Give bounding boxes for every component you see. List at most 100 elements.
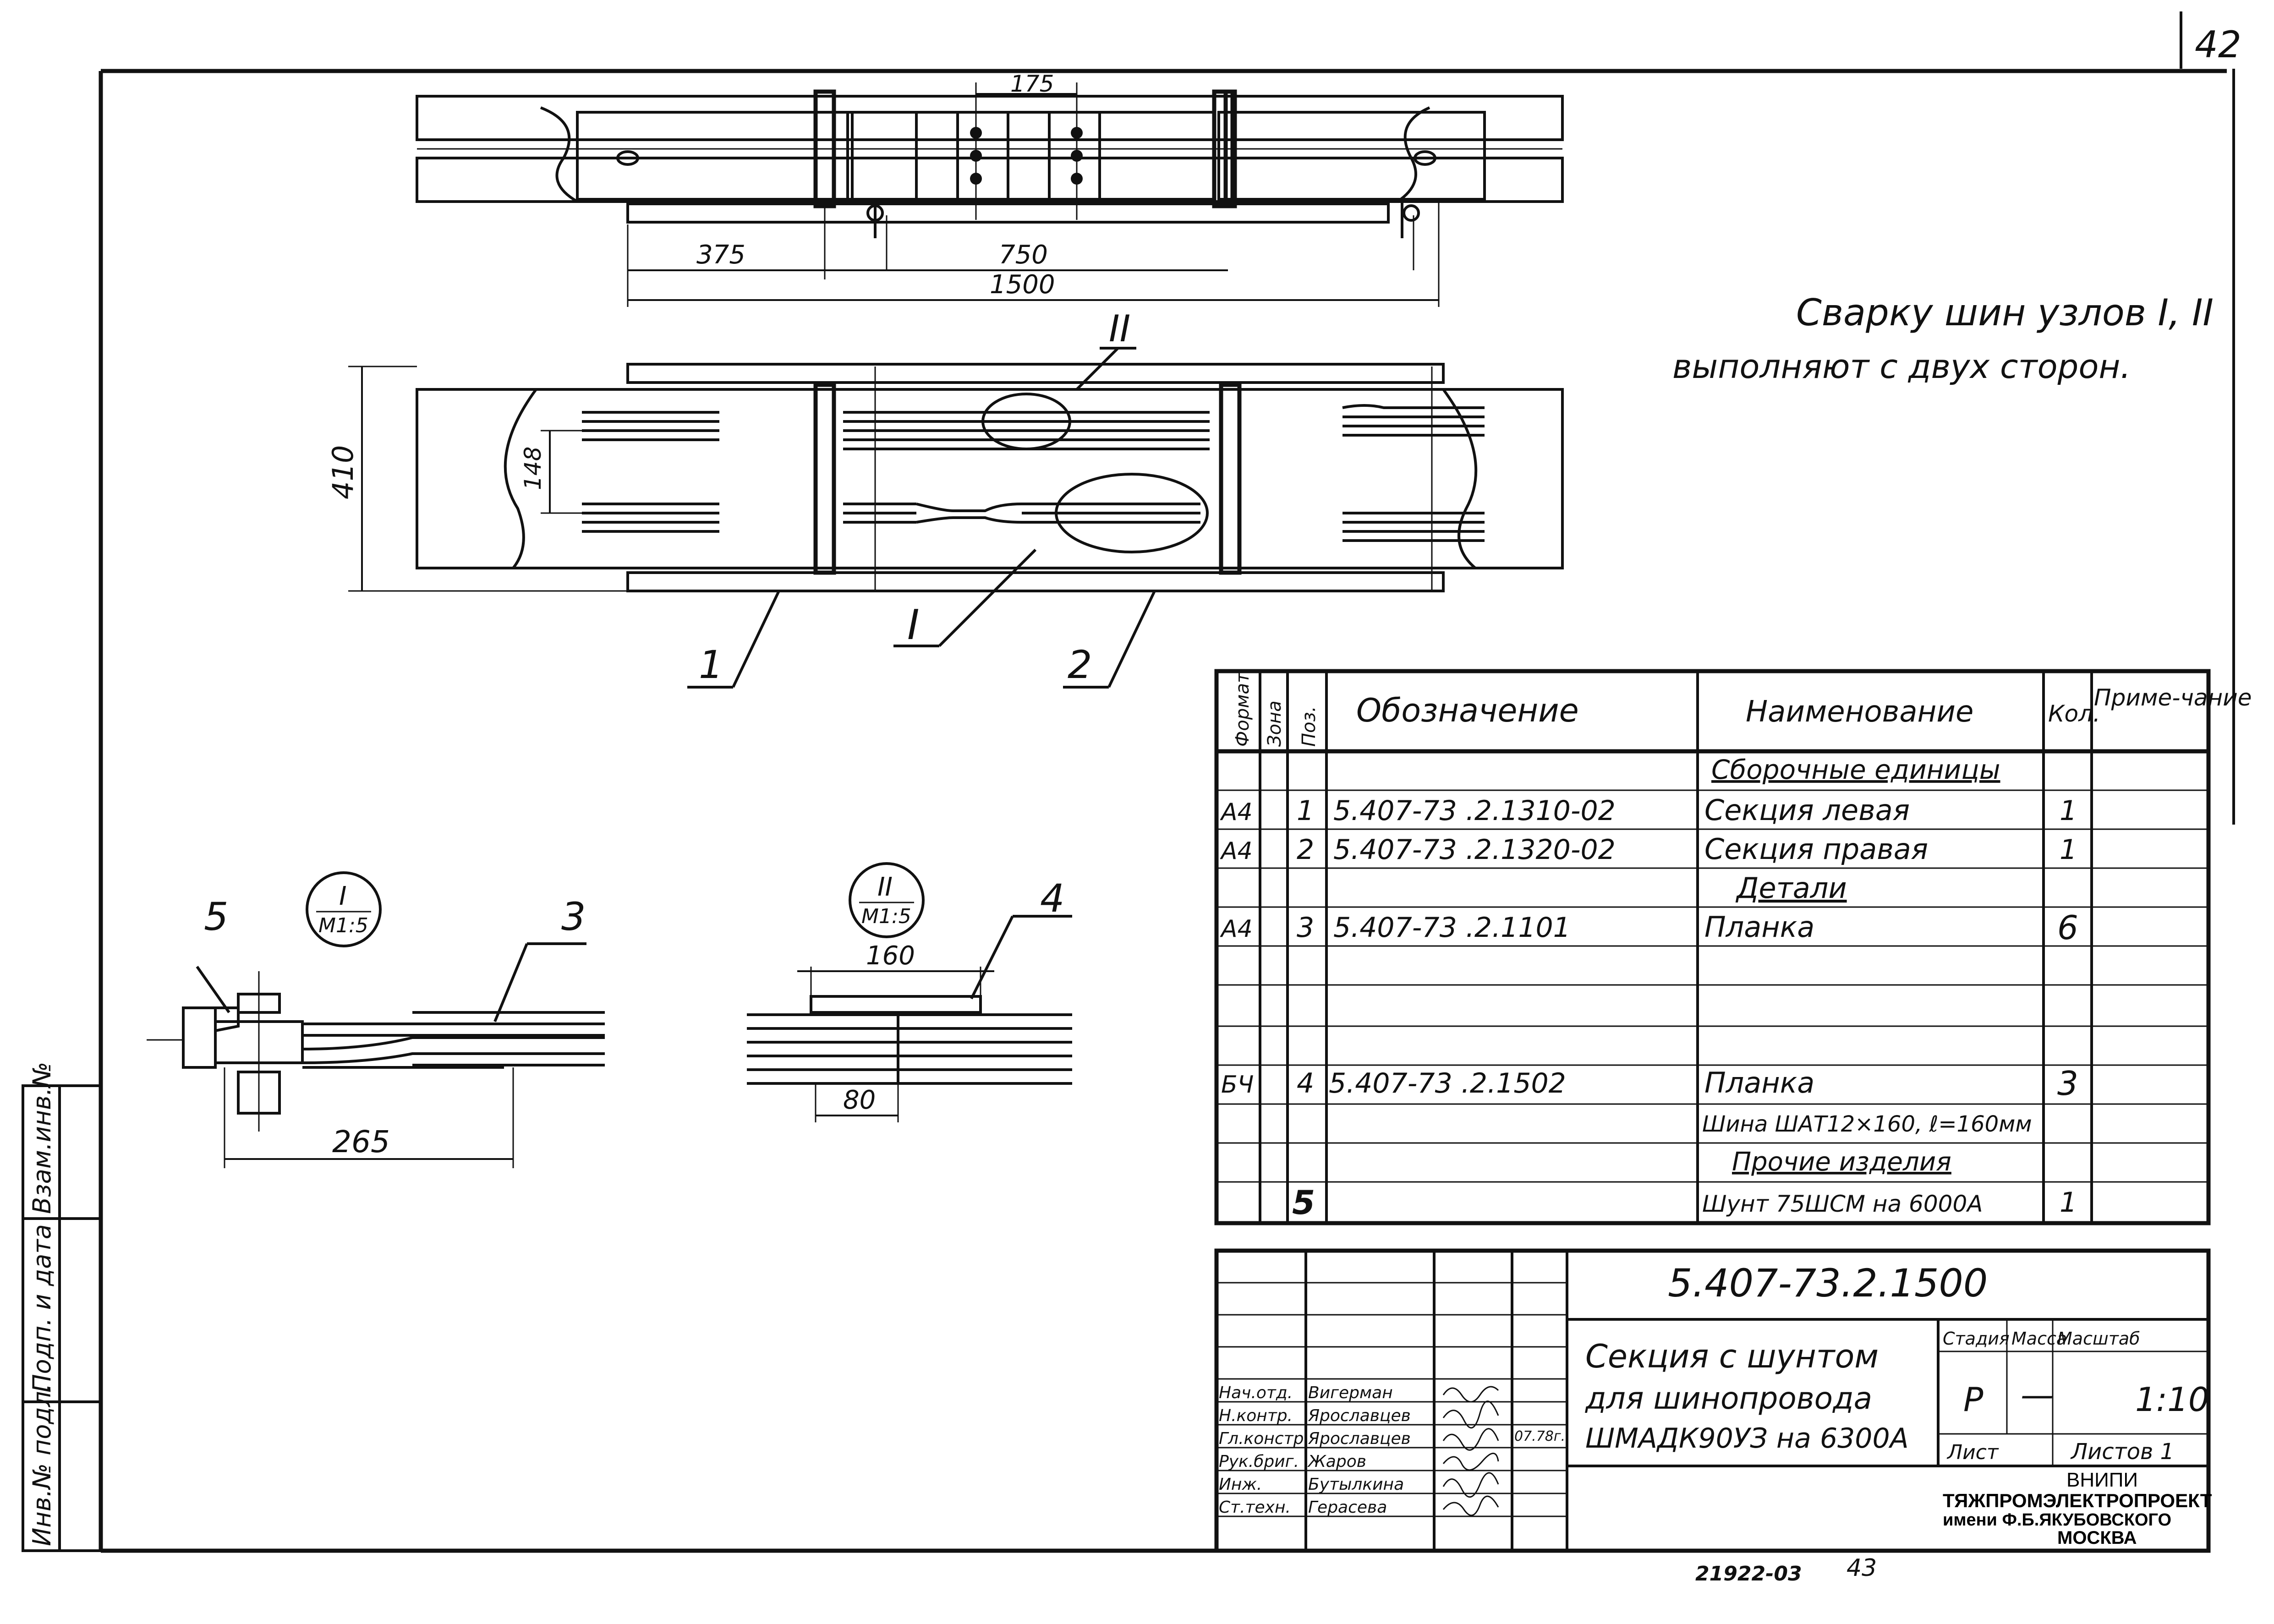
row4-qty: 3 <box>2057 1064 2078 1103</box>
dim-750: 750 <box>999 240 1048 270</box>
org-line4: МОСКВА <box>2057 1528 2137 1548</box>
person-6: Герасева <box>1308 1498 1387 1517</box>
row3-qty: 6 <box>2057 908 2078 947</box>
detail-1-pos-5: 5 <box>204 894 228 939</box>
title-line2: для шинопровода <box>1585 1381 1872 1416</box>
row6-name: Шунт 75ШСМ на 6000А <box>1702 1191 1983 1217</box>
approval-date: 07.78г. <box>1514 1428 1565 1444</box>
person-3: Ярославцев <box>1308 1429 1411 1448</box>
stage-value: Р <box>1963 1380 1984 1419</box>
scale-value: 1:10 <box>2135 1380 2209 1419</box>
row1-format: А4 <box>1220 798 1253 826</box>
signature-scribbles <box>1442 1386 1499 1516</box>
row2-name: Секция правая <box>1704 832 1928 866</box>
row3-pos: 3 <box>1297 912 1314 944</box>
person-4: Жаров <box>1307 1452 1366 1471</box>
plan-view-leaders <box>687 347 1156 689</box>
dim-1500: 1500 <box>990 270 1055 300</box>
weld-note-line2: выполняют с двух сторон. <box>1672 347 2131 386</box>
page-number: 42 <box>2195 23 2241 66</box>
detail-1-drawing <box>147 871 605 1168</box>
row1-qty: 1 <box>2060 795 2077 827</box>
title-line3: ШМАДК90УЗ на 6300А <box>1585 1422 1909 1454</box>
row1-designation: 5.407-73 .2.1310-02 <box>1333 795 1616 827</box>
th-pos: Поз. <box>1299 706 1320 747</box>
title-line1: Секция с шунтом <box>1585 1338 1879 1375</box>
detail-1-dim-265: 265 <box>332 1124 390 1159</box>
row3-name: Планка <box>1704 910 1814 944</box>
row4-format: БЧ <box>1221 1071 1254 1099</box>
top-view-drawing <box>416 82 1564 270</box>
section-other: Прочие изделия <box>1732 1147 1951 1177</box>
th-zone: Зона <box>1264 700 1285 747</box>
sheets-label: Листов 1 <box>2070 1439 2174 1465</box>
row2-format: А4 <box>1220 837 1253 865</box>
doc-number: 5.407-73.2.1500 <box>1668 1261 1988 1306</box>
dim-410: 410 <box>326 445 360 499</box>
leader-position-2: 2 <box>1068 642 1092 687</box>
row1-name: Секция левая <box>1704 793 1910 827</box>
th-qty: Кол. <box>2048 700 2100 727</box>
stamp-replace-inv: Взам.инв.№ <box>27 1062 56 1214</box>
row4-designation: 5.407-73 .2.1502 <box>1329 1067 1566 1099</box>
leader-position-1: 1 <box>699 642 723 687</box>
row2-designation: 5.407-73 .2.1320-02 <box>1333 834 1616 866</box>
detail-1-label: I <box>339 881 347 911</box>
person-5: Бутылкина <box>1308 1475 1404 1494</box>
row6-pos: 5 <box>1292 1183 1315 1222</box>
row2-pos: 2 <box>1297 834 1314 866</box>
person-1: Вигерман <box>1308 1383 1393 1402</box>
left-stamp-column <box>22 1084 102 1552</box>
plan-view-dimensions <box>348 366 628 592</box>
role-2: Н.контр. <box>1219 1406 1293 1425</box>
org-line3: имени Ф.Б.ЯКУБОВСКОГО <box>1943 1510 2171 1530</box>
footer-page: 43 <box>1847 1554 1877 1582</box>
org-line2: ТЯЖПРОМЭЛЕКТРОПРОЕКТ <box>1943 1490 2212 1511</box>
row3-format: А4 <box>1220 915 1253 943</box>
role-1: Нач.отд. <box>1219 1383 1293 1402</box>
spec-table-grid <box>1214 669 2211 1225</box>
top-view-dimensions <box>627 93 1440 307</box>
person-2: Ярославцев <box>1308 1406 1411 1425</box>
row4-pos: 4 <box>1297 1067 1314 1099</box>
dim-375: 375 <box>696 240 745 270</box>
stamp-signature-date: Подп. и дата <box>27 1224 56 1393</box>
row4-name: Планка <box>1704 1066 1814 1099</box>
plan-view-drawing <box>416 363 1564 592</box>
mass-label: Масса <box>2011 1329 2067 1349</box>
weld-note-line1: Сварку шин узлов I, II <box>1796 291 2214 334</box>
row6-qty: 1 <box>2060 1187 2077 1219</box>
th-name: Наименование <box>1746 695 1973 729</box>
detail-2-scale: M1:5 <box>861 905 911 928</box>
section-assembly: Сборочные единицы <box>1711 754 2000 785</box>
org-line1: ВНИПИ <box>2066 1469 2138 1491</box>
detail-1-pos-3: 3 <box>561 894 586 939</box>
callout-node-2: II <box>1109 307 1130 350</box>
footer-code: 21922-03 <box>1695 1562 1802 1586</box>
th-note: Приме-чание <box>2094 684 2252 711</box>
row1-pos: 1 <box>1297 795 1314 827</box>
mass-value: — <box>2021 1376 2054 1414</box>
row3-designation: 5.407-73 .2.1101 <box>1333 912 1571 944</box>
role-5: Инж. <box>1219 1475 1262 1494</box>
th-format: Формат <box>1232 672 1253 747</box>
row2-qty: 1 <box>2060 834 2077 866</box>
detail-2-drawing <box>747 862 1072 1122</box>
sheet-label: Лист <box>1946 1441 1999 1464</box>
role-3: Гл.констр. <box>1219 1429 1309 1448</box>
section-details: Детали <box>1735 871 1847 905</box>
th-designation: Обозначение <box>1356 692 1579 729</box>
role-4: Рук.бриг. <box>1219 1452 1299 1471</box>
title-block-grid <box>1214 1248 2211 1553</box>
row5-name: Шина ШАТ12×160, ℓ=160мм <box>1702 1111 2032 1137</box>
role-6: Ст.техн. <box>1219 1498 1291 1517</box>
detail-2-dim-160: 160 <box>866 941 915 971</box>
dim-148: 148 <box>520 447 546 490</box>
callout-node-1: I <box>907 601 920 649</box>
detail-1-scale: M1:5 <box>318 914 368 937</box>
detail-2-pos-4: 4 <box>1040 876 1064 921</box>
dim-175: 175 <box>1010 71 1054 97</box>
detail-2-dim-80: 80 <box>843 1085 876 1115</box>
stamp-inv-number: Инв.№ подл. <box>27 1383 56 1546</box>
scale-label: Масштаб <box>2057 1329 2140 1349</box>
